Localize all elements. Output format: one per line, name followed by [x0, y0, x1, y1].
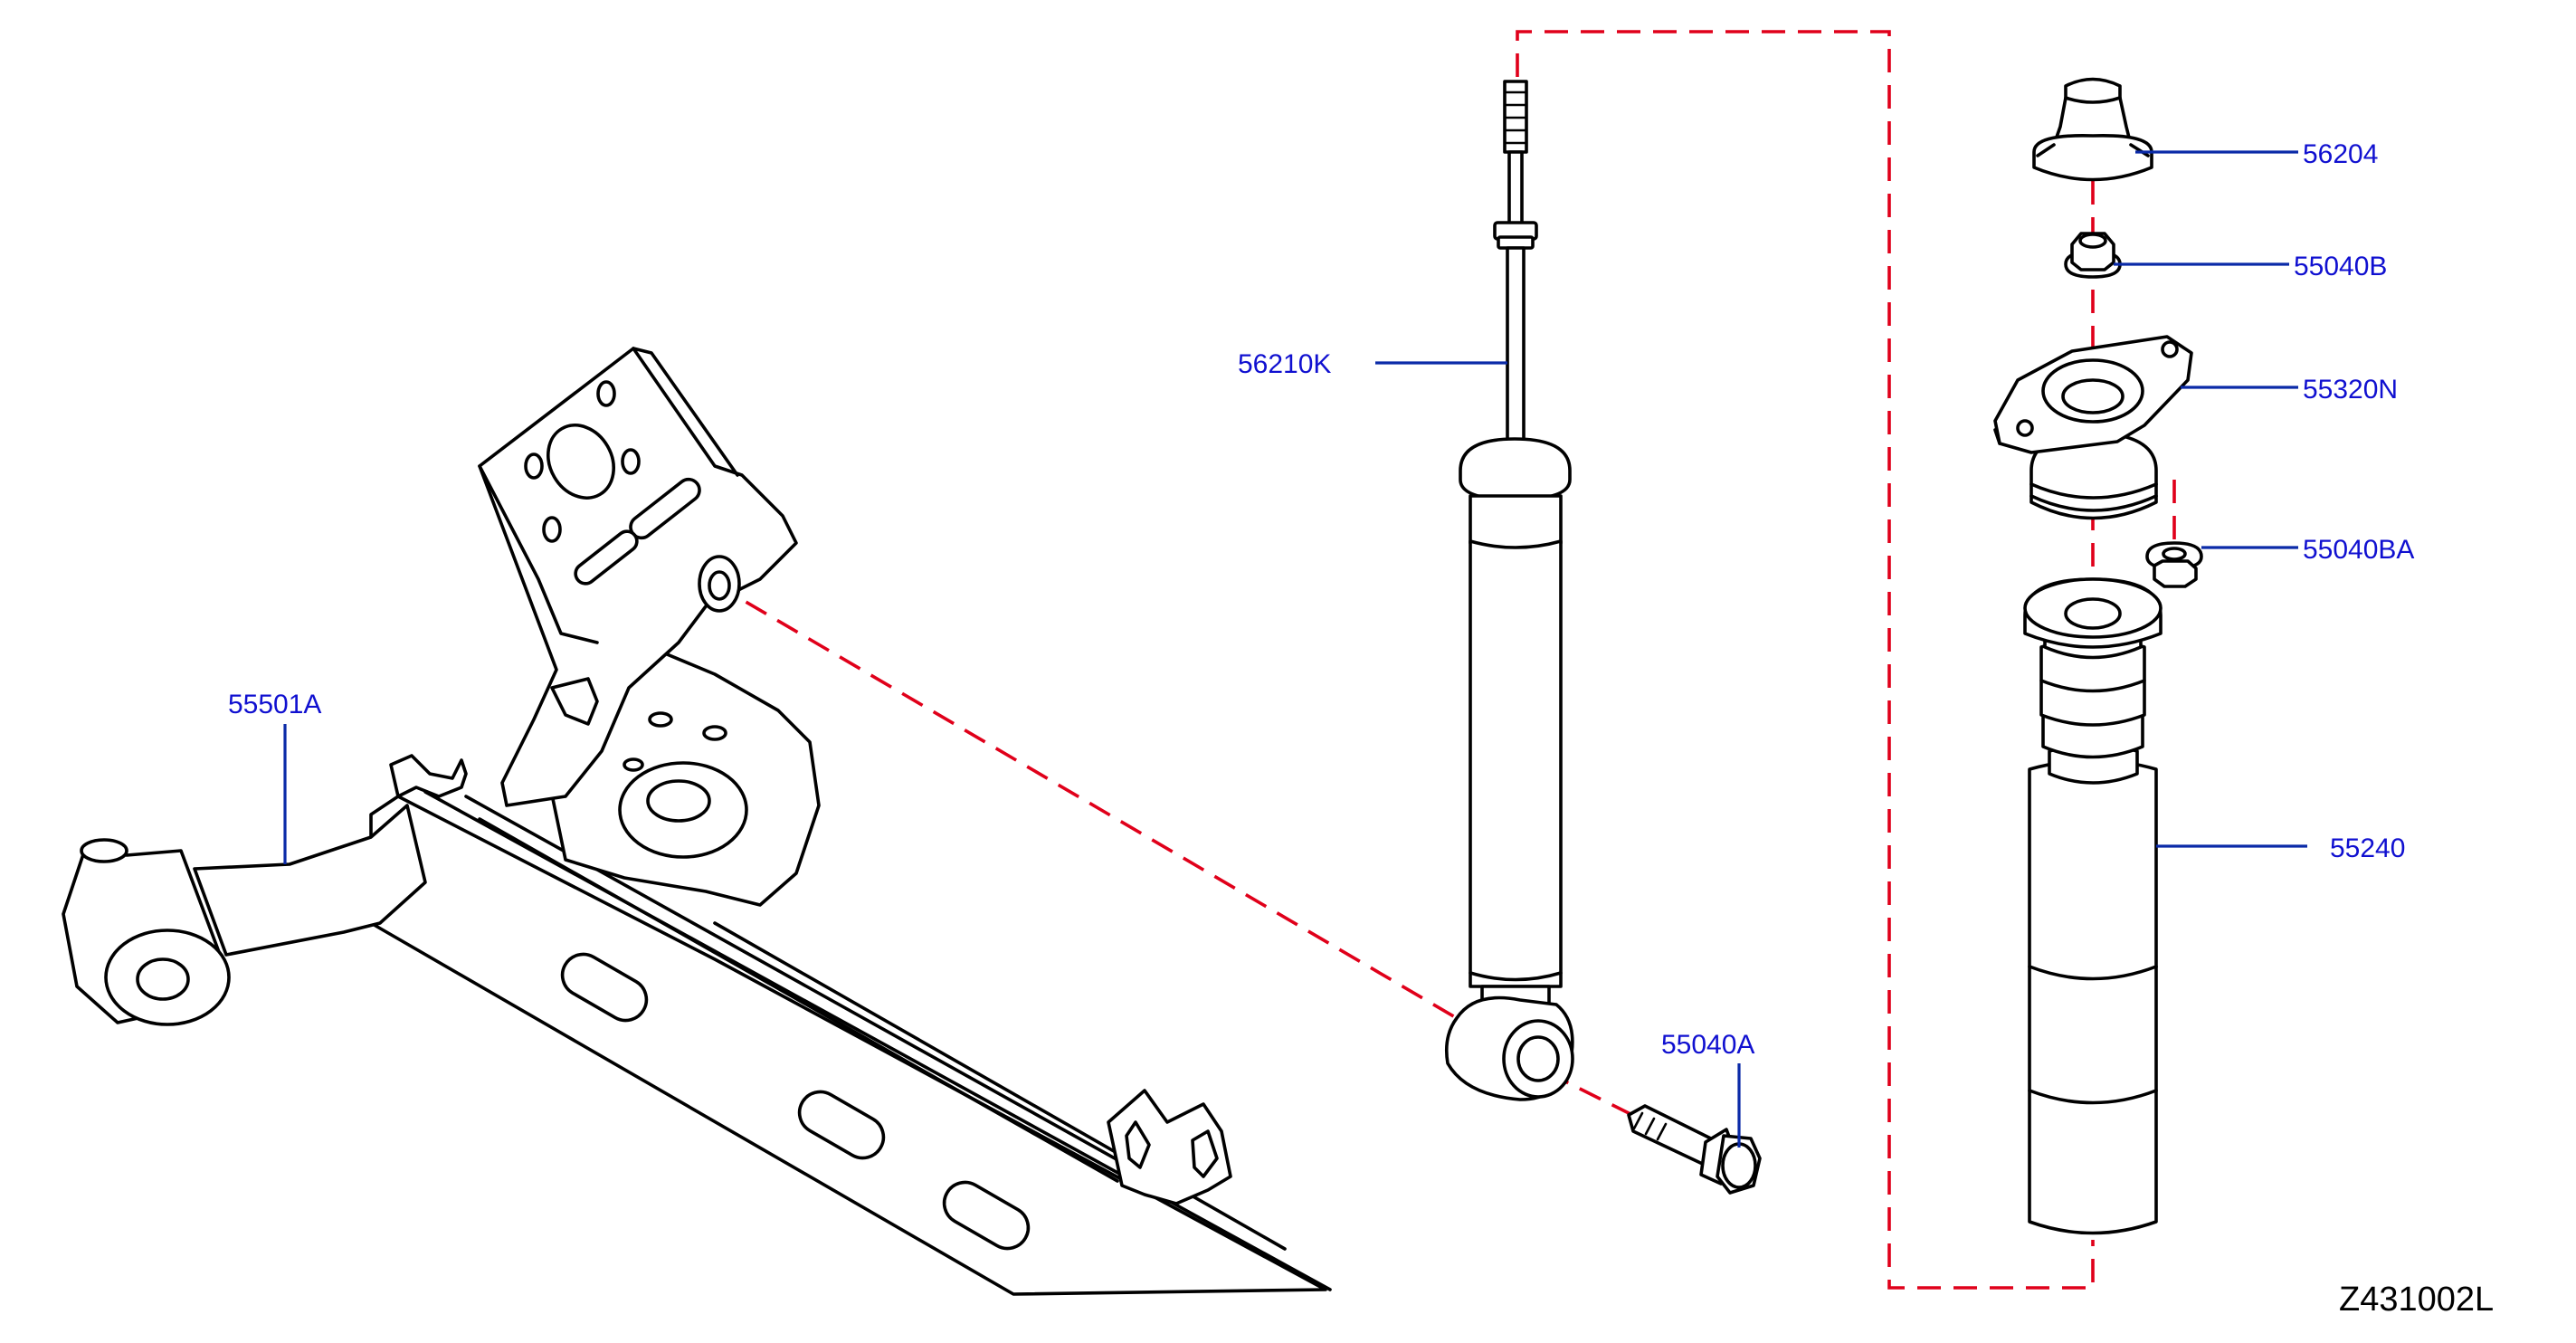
- alignment-line-beam-to-shock: [714, 582, 1458, 1020]
- beam-bracket-tab: [550, 677, 599, 726]
- shock-body-seam: [1469, 971, 1563, 982]
- bumper-dust-cover-seam: [2028, 965, 2158, 1105]
- beam-ridge-2: [478, 817, 1119, 1183]
- beam-bracket-large-hole: [547, 424, 615, 500]
- beam-main-body: [369, 795, 1327, 1296]
- beam-bracket-slot: [574, 529, 639, 586]
- part-label-55320N: 55320N: [2303, 375, 2398, 405]
- flange-nut: [2145, 541, 2203, 588]
- beam-spring-seat-hole-small: [623, 757, 644, 772]
- bolt-thread-lines: [1632, 1111, 1668, 1141]
- bumper-dust-cover: [2028, 758, 2158, 1235]
- flange-nut-hole: [2162, 547, 2187, 561]
- shock-rod-upper: [1507, 150, 1524, 226]
- shock-upper-sleeve: [1469, 494, 1563, 550]
- beam-bracket-hole: [542, 516, 562, 543]
- part-label-55040A: 55040A: [1661, 1030, 1754, 1060]
- part-label-55040B: 55040B: [2294, 252, 2387, 281]
- bolt-head-face: [1721, 1142, 1757, 1189]
- part-label-55501A: 55501A: [228, 690, 321, 719]
- beam-bushing-collar: [80, 838, 128, 863]
- beam-bracket-fold: [632, 347, 739, 477]
- beam-spring-seat-hole-small: [648, 711, 673, 728]
- bumper-top-hole: [2064, 597, 2122, 630]
- beam-trailing-arm: [193, 804, 427, 957]
- shock-body: [1469, 539, 1563, 988]
- drawing-code: Z431002L: [2339, 1281, 2494, 1319]
- beam-slot: [560, 952, 649, 1023]
- part-labels: 55501A 56210K 55040A 56204 55040B 55320N…: [228, 139, 2414, 1060]
- beam-end-bracket-hole: [1191, 1129, 1219, 1178]
- dust-cap-ridge: [2036, 143, 2150, 157]
- rear-beam-assembly: [62, 347, 1332, 1296]
- alignment-line-top-loop: [1516, 30, 2095, 1290]
- leader-lines: [283, 150, 2307, 1148]
- beam-hose-clip: [389, 754, 468, 798]
- shock-rod-thread-lines: [1503, 90, 1528, 145]
- upper-mount-plate-edge: [1993, 428, 2001, 445]
- beam-bracket-hole: [596, 380, 616, 407]
- upper-mount-center-hole: [2061, 378, 2124, 414]
- shock-absorber: [1444, 80, 1574, 1101]
- shock-top-cap: [1459, 437, 1572, 501]
- upper-nut-hole: [2078, 233, 2107, 249]
- bound-bumper: [2023, 577, 2163, 1235]
- part-label-56210K: 56210K: [1238, 349, 1331, 379]
- beam-shock-mount-hole: [708, 570, 731, 601]
- part-label-56204: 56204: [2303, 139, 2378, 169]
- dust-cap-base: [2032, 134, 2153, 182]
- mounting-bolt: [1627, 1104, 1762, 1195]
- dust-cap: [2032, 77, 2153, 182]
- beam-slots: [560, 952, 1031, 1251]
- beam-bracket-hole: [524, 452, 544, 480]
- beam-bracket-hole: [621, 448, 641, 475]
- beam-end-bracket-hole: [1125, 1120, 1151, 1169]
- upper-mount: [1993, 335, 2193, 520]
- flange-nut-hex: [2153, 559, 2198, 588]
- beam-slot: [797, 1090, 886, 1160]
- upper-nut: [2064, 232, 2122, 279]
- beam-bracket-fold-2: [478, 464, 599, 644]
- part-label-55040BA: 55040BA: [2303, 535, 2414, 565]
- part-label-55240: 55240: [2330, 833, 2405, 863]
- beam-slot: [942, 1180, 1031, 1251]
- upper-mount-bolt-hole: [2161, 340, 2179, 358]
- beam-spring-seat-hole: [646, 779, 711, 823]
- shock-lower-bushing-hole: [1516, 1035, 1560, 1082]
- beam-bushing-inner: [136, 957, 190, 1001]
- upper-mount-lower-rings: [2029, 482, 2158, 512]
- upper-mount-bolt-hole: [2016, 419, 2034, 437]
- beam-spring-seat-hole-small: [702, 725, 727, 741]
